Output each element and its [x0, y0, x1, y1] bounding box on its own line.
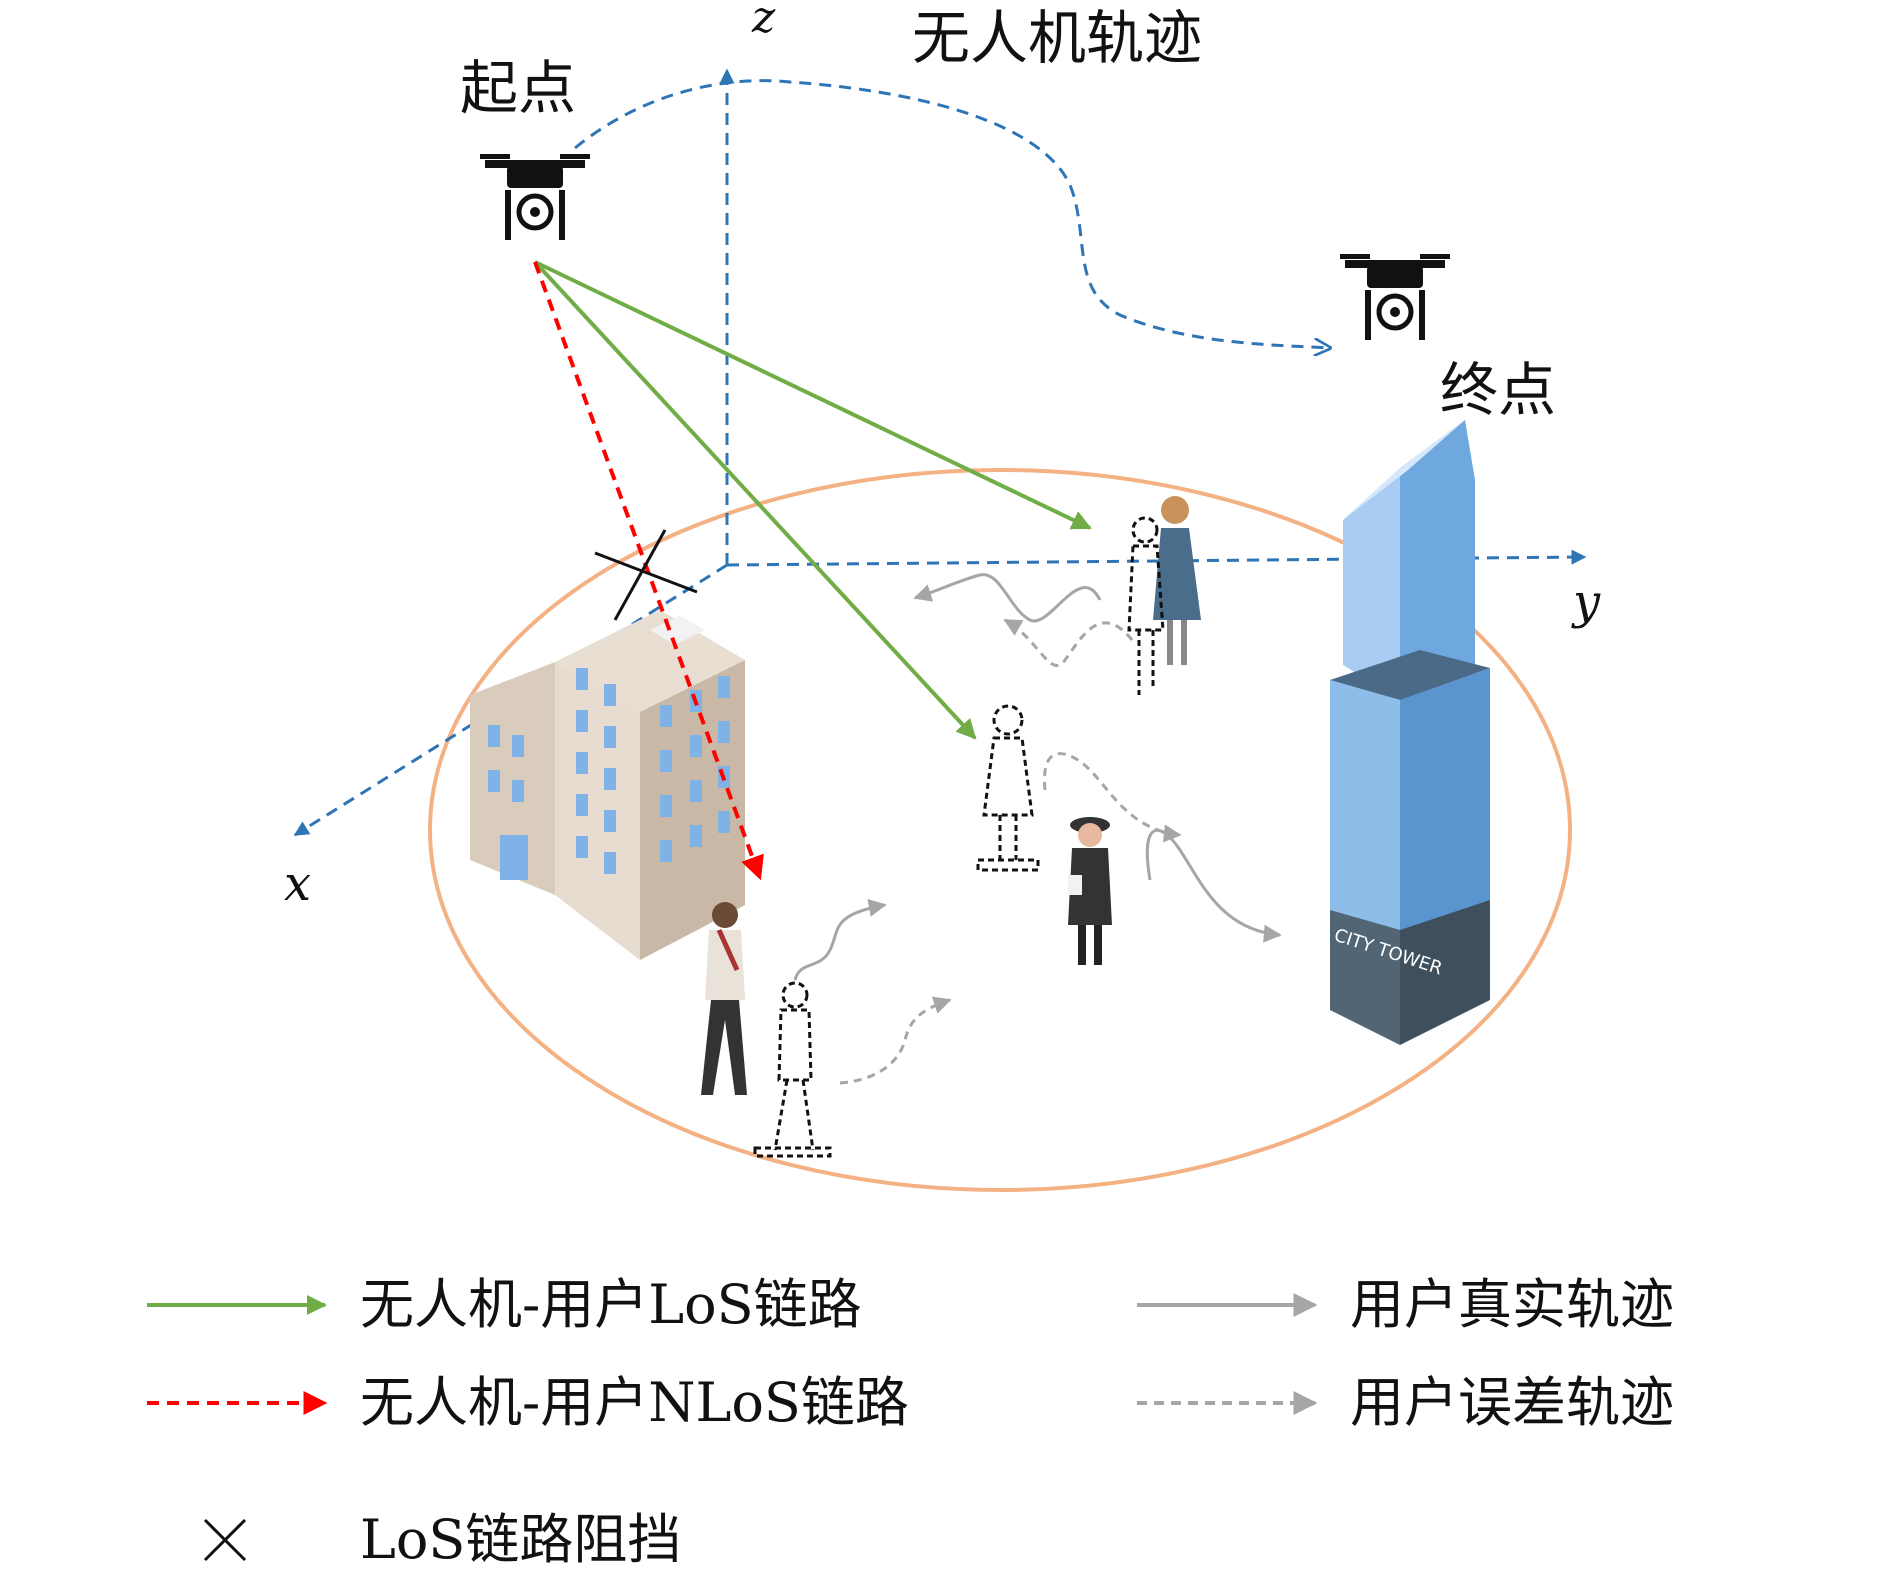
axis-y-label: y: [1571, 574, 1601, 630]
user-true-trajectory: [913, 573, 1102, 623]
nlos-link: [533, 261, 764, 881]
user-error-trajectory: [1003, 618, 1134, 667]
end-label: 终点: [1440, 356, 1556, 424]
pedestrian-icon: [753, 981, 832, 1158]
pedestrian-icon: [976, 704, 1040, 872]
los-link-1: [534, 260, 1092, 530]
user-error-trajectory: [839, 996, 952, 1085]
uav-trajectory-path: [574, 79, 1330, 348]
user-error-trajectory: [1042, 752, 1182, 843]
user-true-trajectory: [793, 899, 887, 981]
legend: 无人机-用户LoS链路 无人机-用户NLoS链路 LoS链路阻挡 用户真实轨迹 …: [147, 1273, 1674, 1571]
axis-z-label: z: [751, 0, 776, 43]
pedestrian-icon: [1127, 516, 1165, 695]
user-true-trajectory: [1145, 829, 1282, 943]
user-error-trajectories: [839, 618, 1182, 1085]
los-blocked-cross-icon: [594, 529, 698, 621]
start-uav-drone-icon: [480, 154, 590, 240]
legend-los-label: 无人机-用户LoS链路: [360, 1273, 862, 1336]
coverage-area: [428, 468, 1572, 1192]
legend-nlos-label: 无人机-用户NLoS链路: [360, 1371, 909, 1434]
coordinate-axes: [293, 68, 1587, 837]
pedestrian-icon: [1068, 817, 1112, 965]
end-uav-drone-icon: [1340, 254, 1450, 340]
start-label: 起点: [460, 54, 576, 122]
axis-y-line: [726, 549, 1587, 567]
axis-x-label: x: [284, 856, 311, 912]
user-true-trajectories: [793, 573, 1282, 981]
legend-blocked-cross-icon: [203, 1518, 247, 1562]
los-link-2: [533, 260, 977, 740]
pedestrian-icon: [1153, 496, 1201, 665]
city-tower-icon: CITY TOWER: [1330, 420, 1490, 1045]
axis-x-line: [293, 563, 728, 837]
trajectory-title: 无人机轨迹: [912, 4, 1202, 72]
legend-blocked-label: LoS链路阻挡: [360, 1508, 681, 1571]
pedestrian-icon: [701, 902, 747, 1095]
legend-true-traj-label: 用户真实轨迹: [1350, 1273, 1674, 1336]
office-building-icon: [470, 610, 745, 960]
legend-error-traj-label: 用户误差轨迹: [1350, 1371, 1674, 1434]
